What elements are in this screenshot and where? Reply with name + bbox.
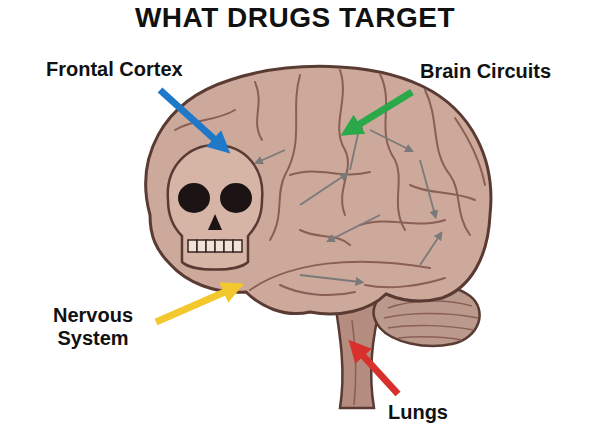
pointer-arrow xyxy=(156,288,234,322)
label-slot: Frontal Cortex xyxy=(46,58,183,81)
part-label: Brain Circuits xyxy=(420,60,551,83)
eye-socket xyxy=(178,183,210,213)
label-slot: Brain Circuits xyxy=(420,60,551,83)
part-label: Frontal Cortex xyxy=(46,58,183,81)
circuit-arrows xyxy=(258,125,440,282)
brainstem-line xyxy=(352,320,356,405)
part-label: Lungs xyxy=(388,401,448,424)
pointer-arrow xyxy=(350,92,412,130)
skull xyxy=(168,145,263,270)
diagram-title: WHAT DRUGS TARGET xyxy=(0,2,590,34)
cerebrum xyxy=(146,66,491,314)
nose-cavity xyxy=(208,214,222,230)
pointer-arrow xyxy=(356,348,398,394)
cerebellum-folds xyxy=(384,301,478,340)
title-slot: WHAT DRUGS TARGET xyxy=(0,2,590,34)
label-slot: Nervous System xyxy=(34,304,152,350)
eye-socket xyxy=(220,183,252,213)
label-slot: Lungs xyxy=(388,401,448,424)
pointer-arrow xyxy=(160,90,222,146)
part-label: Nervous System xyxy=(34,304,152,350)
teeth xyxy=(188,240,242,252)
